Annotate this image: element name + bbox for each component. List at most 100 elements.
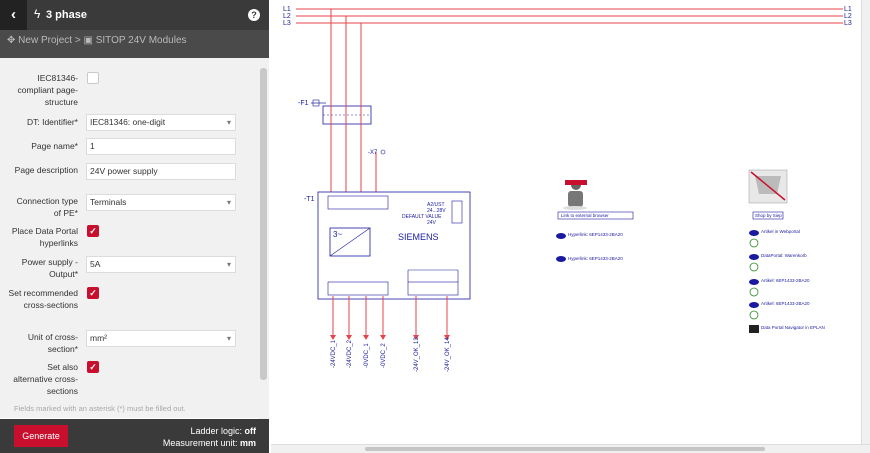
iec-checkbox[interactable] [87, 72, 99, 84]
generate-button[interactable]: Generate [14, 425, 68, 447]
output-label: -0VDC_1 [364, 343, 370, 368]
chain-link-icon [749, 279, 759, 285]
link-right-title: Shop by Siep [755, 213, 782, 218]
chevron-down-icon: ▾ [226, 198, 231, 207]
ladder-logic-status: Ladder logic: off [100, 426, 256, 436]
step-badges [749, 238, 759, 320]
panel-footer: Generate Ladder logic: off Measurement u… [0, 419, 269, 453]
link-right-item[interactable]: DataPortal: Warenkorb [761, 253, 807, 258]
measurement-unit-status: Measurement unit: mm [100, 438, 256, 448]
chevron-down-icon: ▾ [226, 118, 231, 127]
fuse-tag: -F1 [298, 100, 309, 107]
configuration-panel: ‹ ϟ 3 phase ? ✥ New Project > ▣ SITOP 24… [0, 0, 269, 453]
chevron-down-icon: ▾ [226, 260, 231, 269]
panel-header: ‹ ϟ 3 phase ? [0, 0, 269, 30]
bus-label-right: L1 [844, 6, 852, 13]
ladder-logic-label: Ladder logic: [190, 426, 242, 436]
book-icon [749, 325, 759, 333]
canvas-vertical-scrollbar[interactable] [861, 0, 870, 444]
unit-cross-label: Unit of cross-section* [27, 332, 78, 354]
portal-links-checkbox[interactable]: ✓ [87, 225, 99, 237]
output-label: -24V_OK_13 [414, 337, 420, 372]
unit-cross-select[interactable]: mm²▾ [86, 330, 236, 347]
schematic-drawing: L1 L2 L3 L1 L2 L3 -F1 [283, 6, 852, 372]
power-output-value: 5A [90, 259, 101, 269]
panel-scrollbar-thumb[interactable] [260, 68, 267, 380]
canvas-horizontal-scrollbar[interactable] [271, 444, 870, 453]
alt-cross-checkbox[interactable]: ✓ [87, 361, 99, 373]
shop-icon [748, 169, 788, 204]
output-arrows [330, 335, 450, 340]
output-label: -24VDC_2 [347, 339, 353, 368]
dt-identifier-label: DT: Identifier* [26, 117, 78, 127]
fuse-f1: -F1 [298, 95, 377, 192]
link-right-item[interactable]: Data Portal Navigator in EPLAN [761, 325, 825, 330]
page-description-input[interactable]: 24V power supply [86, 163, 236, 180]
dt-identifier-select[interactable]: IEC81346: one-digit ▾ [86, 114, 236, 131]
connection-pe-select[interactable]: Terminals ▾ [86, 194, 236, 211]
connection-pe-label: Connection type of PE* [16, 196, 78, 218]
page-description-value: 24V power supply [90, 166, 158, 176]
breadcrumb-root[interactable]: New Project [18, 35, 73, 46]
device-info-line: A2/UST [427, 202, 445, 208]
bus-label-left: L1 [283, 6, 291, 13]
gear-icon: ✥ [7, 35, 16, 46]
device-info-line: 24...28V [427, 208, 446, 214]
output-label: -0VDC_2 [381, 343, 387, 368]
person-icon [563, 180, 587, 210]
link-left-item[interactable]: Hyperlink: 6EP1433-2BA20 [568, 256, 623, 261]
chain-link-icon [749, 230, 759, 236]
brand-label: SIEMENS [398, 232, 439, 242]
device-info-line: 24V [427, 220, 437, 226]
link-left-item[interactable]: Hyperlink: 6EP1433-2BA20 [568, 232, 623, 237]
breadcrumb-current: SITOP 24V Modules [95, 35, 187, 46]
breadcrumb-separator: > [74, 35, 81, 46]
output-label: -24VDC_1 [331, 339, 337, 368]
breadcrumb: ✥ New Project > ▣ SITOP 24V Modules [0, 30, 269, 58]
panel-title: 3 phase [46, 9, 87, 21]
svg-text:3~: 3~ [333, 230, 342, 239]
page-name-label: Page name* [31, 141, 78, 151]
link-right-item[interactable]: Artikel: 6EP1433-2BA20 [761, 301, 810, 306]
chain-link-icon [749, 254, 759, 260]
required-note: Fields marked with an asterisk (*) must … [14, 404, 186, 413]
link-right-item[interactable]: Artikel in Webportal [761, 229, 800, 234]
iec-label: IEC81346-compliant page-structure [17, 73, 78, 107]
page-name-input[interactable]: 1 [86, 138, 236, 155]
connection-pe-value: Terminals [90, 197, 127, 207]
recommended-cross-label: Set recommended cross-sections [8, 288, 78, 310]
link-right-item[interactable]: Artikel: 6EP1433-2BA20 [761, 278, 810, 283]
power-output-label: Power supply - Output* [21, 257, 78, 279]
link-panel-left: Link to external browser Hyperlink: 6EP1… [556, 180, 634, 262]
device-info: A2/UST 24...28V DEFAULT VALUE 24V [402, 202, 446, 226]
bus-label-right: L3 [844, 20, 852, 27]
terminal-x7: -X7 [368, 149, 386, 156]
page-name-value: 1 [90, 141, 95, 151]
chain-link-icon [556, 256, 566, 262]
horizontal-scrollbar-thumb[interactable] [365, 447, 765, 451]
chevron-left-icon: ‹ [11, 6, 16, 23]
page-description-label: Page description [14, 165, 78, 175]
link-left-title: Link to external browser [561, 213, 609, 218]
output-labels: -24VDC_1 -24VDC_2 -0VDC_1 -0VDC_2 -24V_O… [331, 337, 451, 372]
measurement-unit-label: Measurement unit: [162, 438, 238, 448]
ladder-logic-value: off [244, 426, 257, 436]
alt-cross-label: Set also alternative cross-sections [13, 362, 78, 396]
bus-label-right: L2 [844, 13, 852, 20]
unit-cross-value: mm² [90, 333, 107, 343]
question-icon[interactable]: ? [248, 9, 260, 21]
form-area: IEC81346-compliant page-structure DT: Id… [0, 58, 258, 418]
recommended-cross-checkbox[interactable]: ✓ [87, 287, 99, 299]
supply-tag: -T1 [304, 196, 315, 203]
output-label: -24V_OK_14 [445, 337, 451, 372]
portal-links-label: Place Data Portal hyperlinks [11, 226, 78, 248]
power-output-select[interactable]: 5A ▾ [86, 256, 236, 273]
schematic-canvas[interactable]: L1 L2 L3 L1 L2 L3 -F1 [271, 0, 870, 453]
device-info-line: DEFAULT VALUE [402, 214, 442, 220]
chain-link-icon [556, 233, 566, 239]
lightning-icon: ϟ [34, 7, 41, 21]
bus-label-left: L2 [283, 13, 291, 20]
back-button[interactable]: ‹ [0, 0, 27, 30]
dt-identifier-value: IEC81346: one-digit [90, 117, 166, 127]
